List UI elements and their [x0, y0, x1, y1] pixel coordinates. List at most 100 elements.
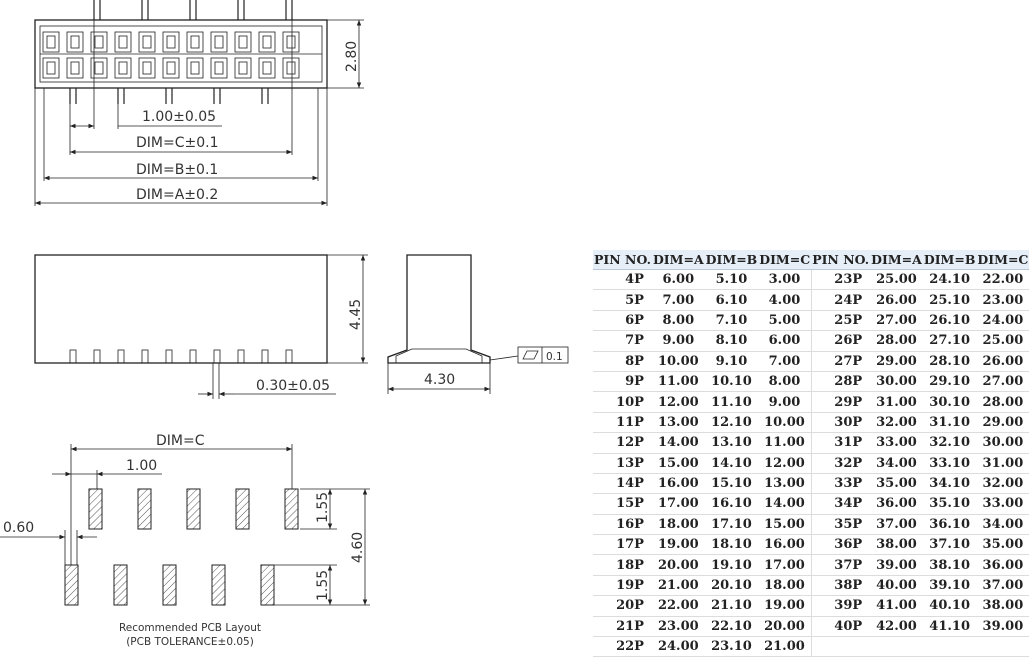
- dimension-cell: 36.00: [976, 554, 1029, 576]
- side-view: 4.30 0.1: [387, 254, 569, 394]
- front-pin: [93, 349, 101, 364]
- dimension-cell: 13.10: [704, 432, 759, 454]
- dimension-cell: 32.10: [922, 432, 977, 454]
- contact-slot: [142, 35, 152, 49]
- pin-count-cell: 19P: [593, 575, 652, 597]
- contact-upper: [162, 31, 180, 53]
- front-pin: [141, 349, 149, 364]
- dimension-cell: 26.00: [870, 289, 923, 311]
- contact-lower: [90, 57, 108, 79]
- dimension-cell: 15.00: [758, 514, 812, 536]
- pcb-layout: DIM=C 1.00 0.60 1.55 1.55 4.60 Recommend…: [0, 433, 370, 648]
- header-dim-c: DIM=C: [758, 250, 812, 270]
- dimension-cell: 26.00: [976, 351, 1029, 372]
- dimension-cell: 16.00: [651, 473, 705, 495]
- dimension-cell: 40.00: [870, 575, 923, 597]
- dimension-cell: 13.00: [758, 473, 812, 495]
- dimension-cell: 24.00: [651, 636, 705, 657]
- pad-lower: [260, 564, 275, 606]
- dimension-cell: 30.00: [976, 432, 1029, 454]
- dimension-cell: 25.10: [922, 289, 977, 311]
- contact-lower: [114, 57, 132, 79]
- dimension-cell: 35.00: [976, 534, 1029, 556]
- dimension-cell: 40.10: [922, 595, 977, 617]
- contact-lower: [258, 57, 276, 79]
- dimension-cell: 8.00: [758, 371, 812, 393]
- pin-count-cell: 34P: [810, 493, 871, 515]
- contact-upper: [114, 31, 132, 53]
- pin-count-cell: 14P: [593, 473, 652, 495]
- pin-count-cell: 29P: [810, 391, 871, 413]
- dimension-cell: 7.00: [651, 289, 705, 311]
- contact-slot: [166, 61, 176, 75]
- dimension-cell: 19.10: [704, 554, 759, 576]
- contact-slot: [94, 61, 104, 75]
- dimension-cell: 28.10: [922, 351, 977, 372]
- dimension-cell: 11.00: [758, 432, 812, 454]
- pad-length-bottom-label: 1.55: [315, 570, 331, 601]
- dimension-cell: 19.00: [758, 595, 812, 617]
- pin-count-cell: 25P: [810, 310, 871, 332]
- dim-b-label: DIM=B±0.1: [136, 162, 218, 178]
- dimension-cell: 20.00: [651, 554, 705, 576]
- dimension-cell: 16.00: [758, 534, 812, 556]
- dimension-cell: 22.00: [651, 595, 705, 617]
- contact-slot: [190, 61, 200, 75]
- dimension-cell: 17.00: [758, 554, 812, 576]
- dimension-cell: 38.00: [870, 534, 923, 556]
- contact-upper: [282, 31, 300, 53]
- dimension-cell: 27.00: [976, 371, 1029, 393]
- dimension-cell: 6.00: [758, 330, 812, 352]
- dimension-cell: 24.10: [922, 268, 977, 291]
- front-pin: [237, 349, 245, 364]
- pin-count-cell: 12P: [593, 432, 652, 454]
- dimension-cell: 18.00: [651, 514, 705, 536]
- front-pin: [261, 349, 269, 364]
- pad-upper: [284, 488, 299, 530]
- dimension-cell: 21.00: [651, 575, 705, 597]
- dimension-cell: 7.10: [704, 310, 759, 332]
- contact-lower: [42, 57, 60, 79]
- dimension-cell: 10.10: [704, 371, 759, 393]
- dimension-cell: 20.10: [704, 575, 759, 597]
- dimension-cell: 39.10: [922, 575, 977, 597]
- dimension-cell: 6.10: [704, 289, 759, 311]
- flatness-symbol: 0.1: [489, 346, 569, 364]
- dimension-cell: 34.00: [976, 514, 1029, 536]
- pcb-pad-grid: [64, 488, 299, 606]
- pin-count-cell: 24P: [810, 289, 871, 311]
- pin-count-cell: 39P: [810, 595, 871, 617]
- dimension-cell: 4.00: [758, 289, 812, 311]
- header-dim-b-2: DIM=B: [922, 250, 977, 270]
- contact-lower: [162, 57, 180, 79]
- dimension-cell: 12.00: [758, 453, 812, 474]
- dimension-cell: 29.10: [922, 371, 977, 393]
- dimension-cell: 14.00: [758, 493, 812, 515]
- pin-count-cell: 35P: [810, 514, 871, 536]
- dimension-cell: 31.00: [870, 391, 923, 413]
- dimension-cell: [976, 636, 1029, 657]
- dimension-cell: 17.10: [704, 514, 759, 536]
- dimension-cell: 29.00: [870, 351, 923, 372]
- dimension-cell: 12.00: [651, 391, 705, 413]
- front-pin: [213, 349, 221, 364]
- contact-upper: [258, 31, 276, 53]
- pad-span-label: 4.60: [350, 532, 366, 563]
- front-pin: [165, 349, 173, 364]
- dimension-cell: 22.00: [976, 268, 1029, 291]
- dimension-cell: 30.10: [922, 391, 977, 413]
- pad-upper: [137, 488, 152, 530]
- pin-count-cell: 37P: [810, 554, 871, 576]
- contact-slot: [262, 61, 272, 75]
- dimension-cell: 21.10: [704, 595, 759, 617]
- dimension-cell: 15.00: [651, 453, 705, 474]
- contact-upper: [42, 31, 60, 53]
- pad-width-label: 0.60: [3, 520, 34, 536]
- dimension-cell: 19.00: [651, 534, 705, 556]
- dimension-cell: 15.10: [704, 473, 759, 495]
- pad-lower: [113, 564, 128, 606]
- header-dim-a-2: DIM=A: [870, 250, 923, 270]
- dimension-cell: 5.00: [758, 310, 812, 332]
